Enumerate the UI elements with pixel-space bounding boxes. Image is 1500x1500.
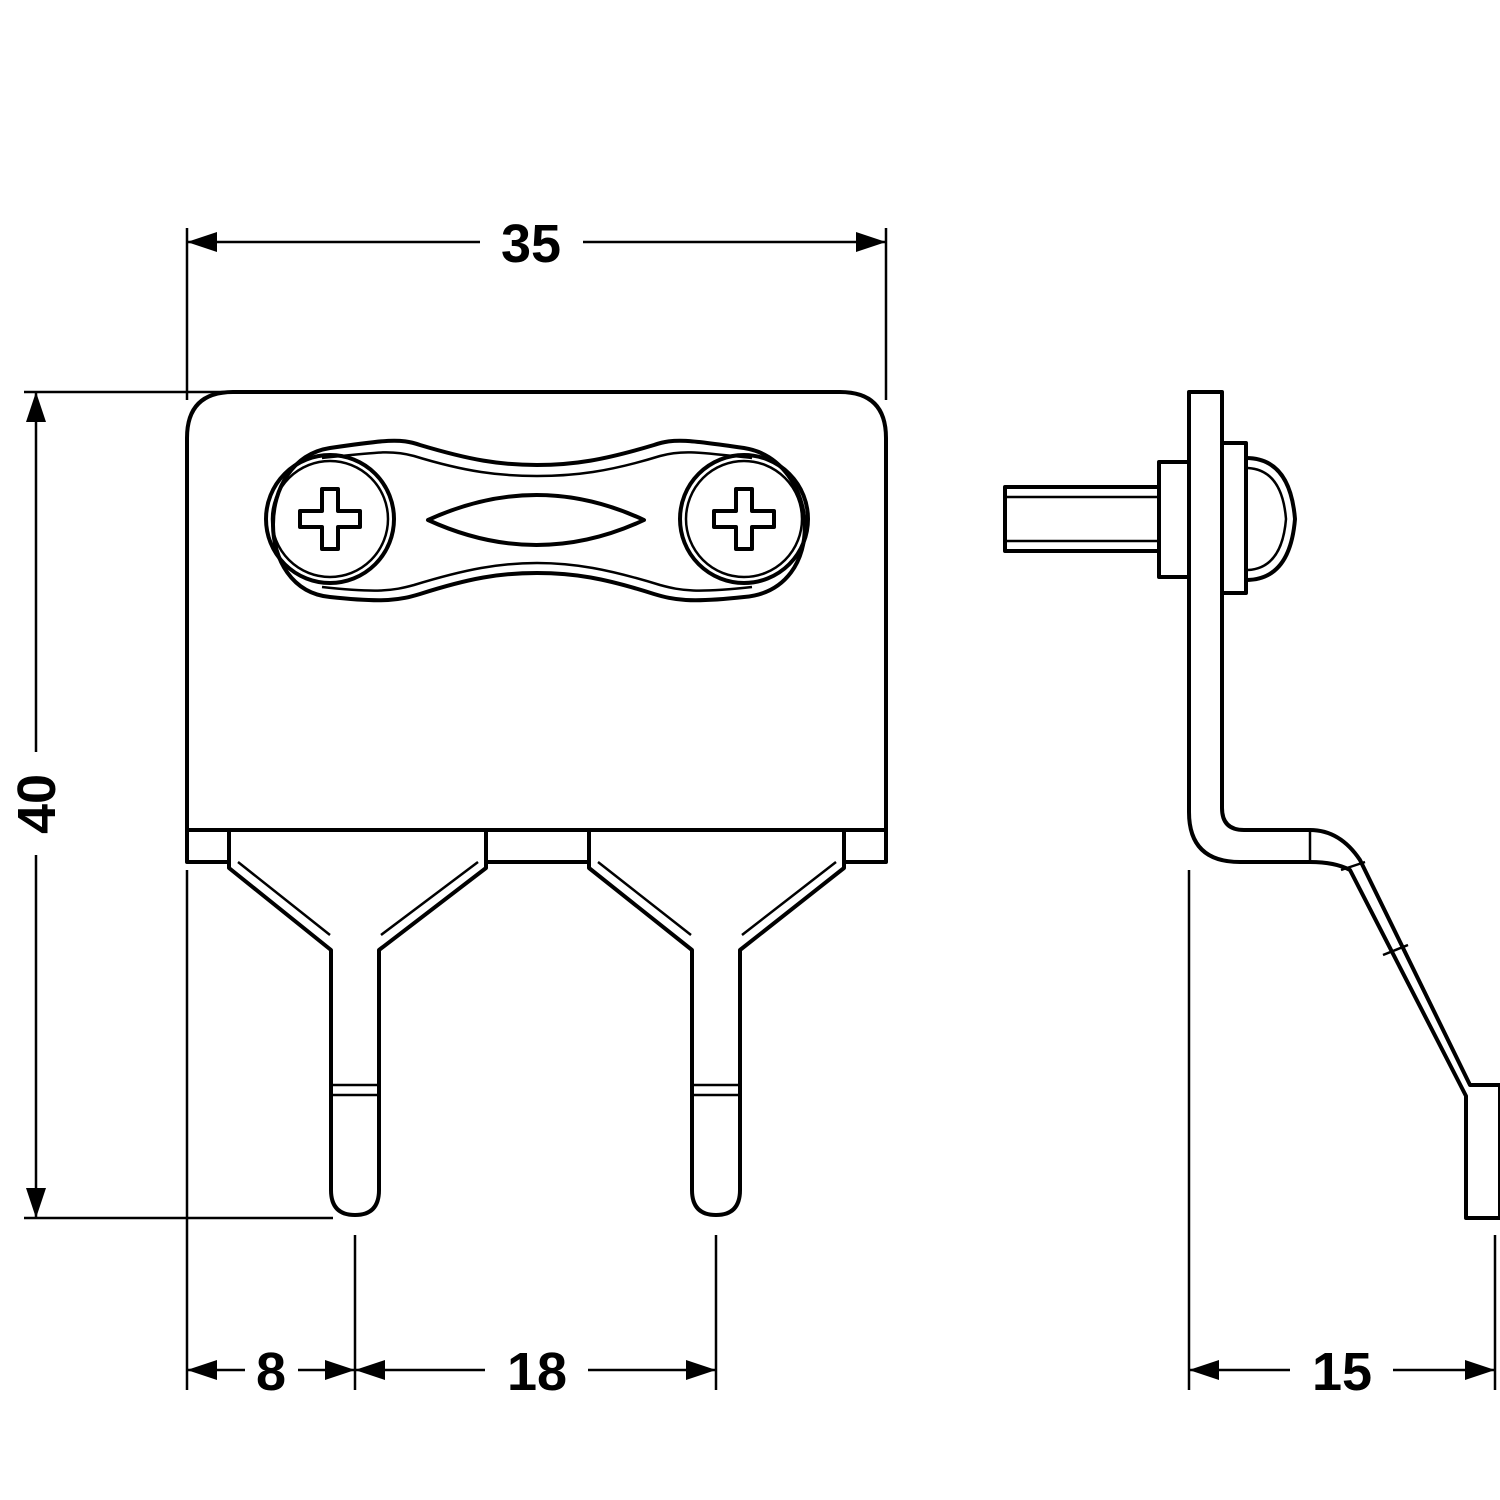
left-prong <box>227 828 488 1217</box>
bottom-tab-strip <box>185 828 888 864</box>
side-bracket <box>1187 390 1500 1220</box>
mounting-plate <box>185 390 888 832</box>
link-plate <box>271 438 807 603</box>
dimension-width-top: 35 <box>185 214 888 400</box>
left-screw <box>264 453 396 585</box>
dimension-height-left: 40 <box>7 390 333 1220</box>
dimension-offset-bottom: 8 <box>185 870 357 1402</box>
side-screw <box>1003 441 1297 595</box>
dim-40-label: 40 <box>7 774 67 834</box>
dim-18-label: 18 <box>507 1342 567 1402</box>
right-prong <box>587 828 846 1217</box>
dim-15-label: 15 <box>1312 1342 1372 1402</box>
dim-8-label: 8 <box>256 1342 286 1402</box>
center-slot <box>426 493 646 547</box>
cross-head-icon <box>712 487 776 551</box>
cross-head-icon <box>298 487 362 551</box>
dim-35-label: 35 <box>501 214 561 274</box>
front-view <box>185 390 888 1217</box>
dimension-spacing-bottom: 18 <box>355 1235 718 1402</box>
side-view <box>1003 390 1500 1220</box>
dimension-depth-side: 15 <box>1187 870 1497 1402</box>
right-screw <box>678 453 810 585</box>
